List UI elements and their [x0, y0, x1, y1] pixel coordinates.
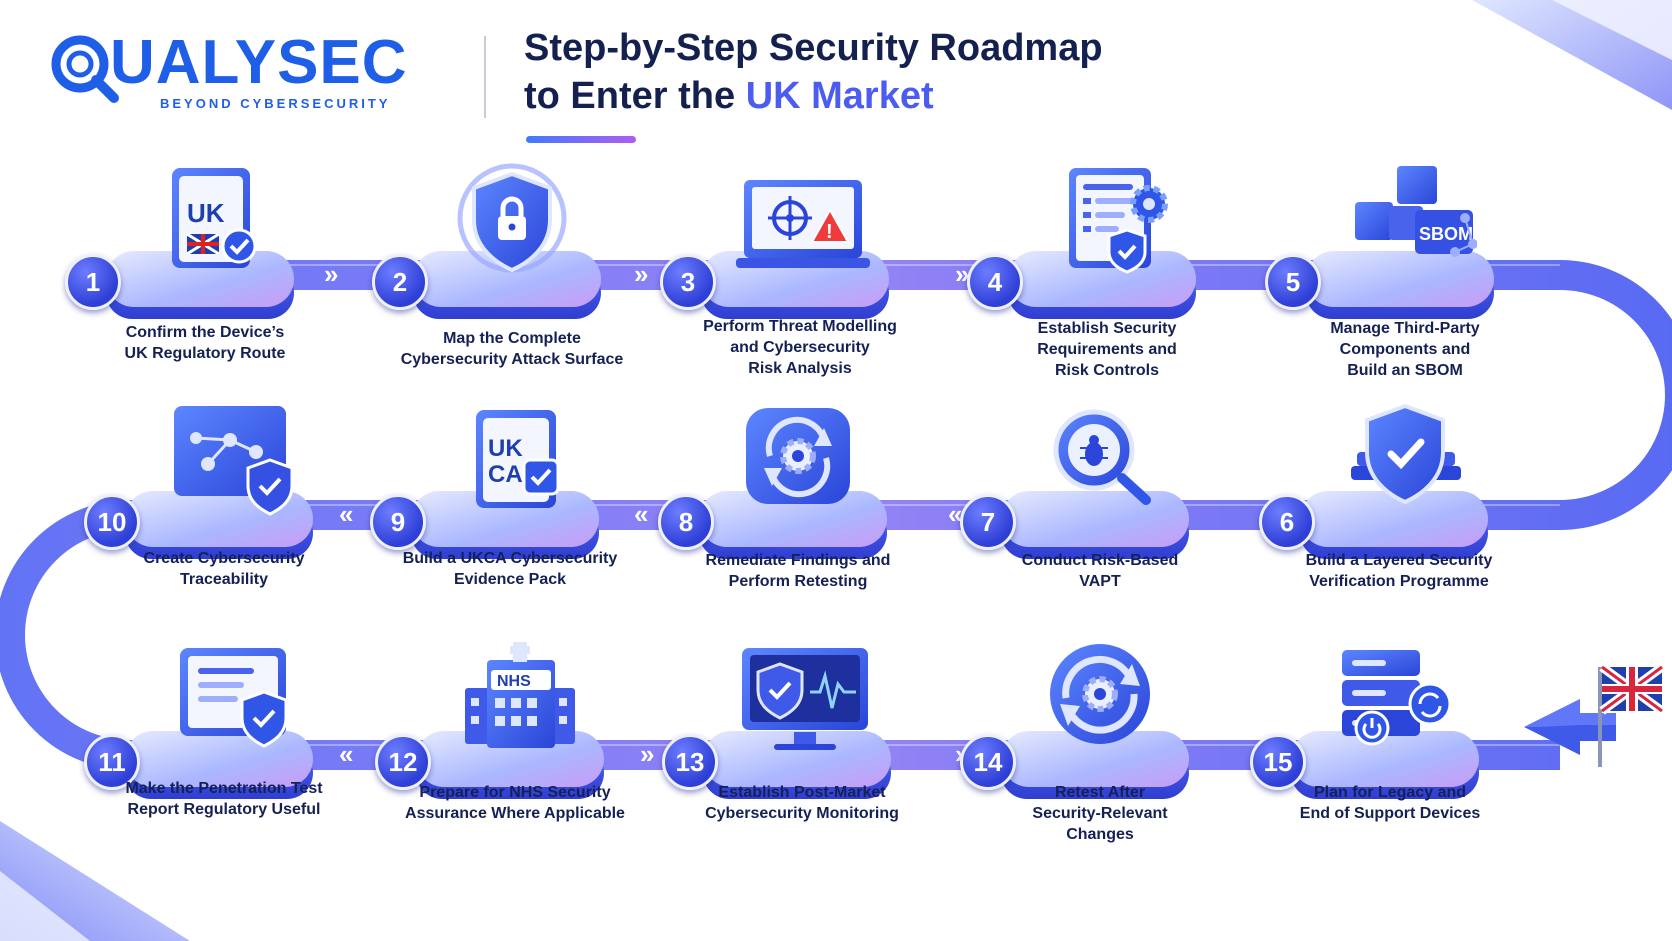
platform — [703, 731, 891, 799]
connector-7-8: « — [948, 499, 963, 529]
step-number-badge: 5 — [1265, 254, 1321, 310]
header-divider — [484, 36, 486, 118]
connector-3-4: » — [955, 259, 970, 289]
step-number-badge: 6 — [1259, 494, 1315, 550]
step-number-badge: 7 — [960, 494, 1016, 550]
step-number-badge: 8 — [658, 494, 714, 550]
gear-refresh-icon — [746, 408, 850, 504]
platform — [1300, 491, 1488, 559]
connector-1-2: » — [324, 259, 339, 289]
monitoring-screen-icon — [742, 648, 868, 750]
layered-shield-icon — [1351, 403, 1461, 505]
step-number-badge: 13 — [662, 734, 718, 790]
step-number-badge: 3 — [660, 254, 716, 310]
bug-magnifier-icon — [1053, 409, 1151, 505]
step-number-badge: 15 — [1250, 734, 1306, 790]
step-number-badge: 9 — [370, 494, 426, 550]
corner-decoration-top-right — [1472, 0, 1672, 110]
brand-tagline: BEYOND CYBERSECURITY — [160, 96, 391, 111]
brand-logo: UALYSEC BEYOND CYBERSECURITY — [48, 30, 468, 120]
nhs-text: NHS — [497, 673, 531, 690]
platform — [416, 731, 604, 799]
platform — [1306, 251, 1494, 319]
step-number-badge: 2 — [372, 254, 428, 310]
platform — [1291, 731, 1479, 799]
magnifier-q-icon — [51, 35, 119, 103]
step-number-badge: 10 — [84, 494, 140, 550]
step-number-badge: 1 — [65, 254, 121, 310]
report-shield-icon — [180, 648, 288, 748]
platform — [699, 491, 887, 559]
title-underline — [526, 136, 636, 143]
platform — [1001, 491, 1189, 559]
ukca-text-bottom: CA — [488, 461, 523, 488]
requirements-gear-icon — [1069, 168, 1168, 274]
step-number-badge: 4 — [967, 254, 1023, 310]
uk-document-icon: UK — [172, 168, 257, 268]
nhs-hospital-icon: NHS — [465, 642, 575, 748]
corner-decoration-bottom-left — [0, 821, 190, 941]
uk-flag-arrow-icon — [1524, 663, 1665, 767]
network-shield-icon — [174, 406, 294, 516]
title-line-1: Step-by-Step Security Roadmap — [524, 27, 1103, 69]
platform — [413, 251, 601, 319]
brand-name: UALYSEC — [110, 28, 408, 97]
ukca-document-icon: UK CA — [476, 410, 560, 508]
ukca-text-top: UK — [488, 435, 523, 462]
step-number-badge: 11 — [84, 734, 140, 790]
page-title: Step-by-Step Security Roadmap to Enter t… — [524, 24, 1103, 120]
retest-cycle-icon — [1050, 644, 1150, 744]
threat-monitor-icon: ! — [736, 180, 870, 268]
platform — [125, 491, 313, 559]
step-number-badge: 12 — [375, 734, 431, 790]
title-line-2: to Enter the UK Market — [524, 72, 1103, 120]
sbom-text: SBOM — [1419, 224, 1473, 244]
title-line-2-prefix: to Enter the — [524, 75, 746, 117]
platform — [1001, 731, 1189, 799]
title-line-2-accent: UK Market — [745, 75, 934, 117]
svg-text:!: ! — [826, 221, 833, 243]
connector-8-9: « — [634, 499, 649, 529]
shield-lock-icon — [457, 163, 567, 273]
connector-2-3: » — [634, 259, 649, 289]
sbom-cubes-icon: SBOM — [1355, 166, 1477, 257]
uk-text: UK — [187, 198, 225, 228]
legacy-server-icon — [1342, 650, 1452, 746]
connector-12-13: » — [640, 739, 655, 769]
step-number-badge: 14 — [960, 734, 1016, 790]
